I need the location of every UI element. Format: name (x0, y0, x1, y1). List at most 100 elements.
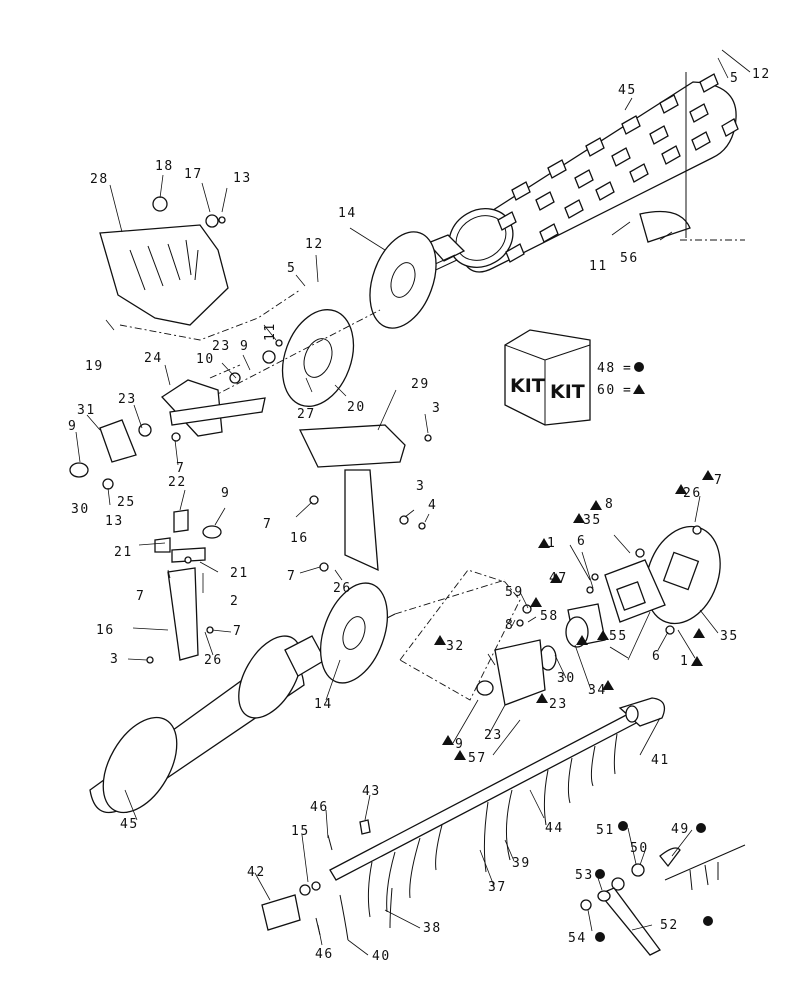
kit-box: KIT KIT 48 = 60 = (504, 329, 645, 426)
callout-35-right: 35 (720, 629, 739, 644)
callout-54: 54 (568, 931, 587, 946)
triangle-symbol-icon (633, 384, 645, 394)
callout-18: 18 (155, 159, 174, 174)
callout-43: 43 (362, 784, 381, 799)
callout-28: 28 (90, 172, 109, 187)
kit-legend-60: 60 (597, 383, 616, 398)
callout-6-top: 6 (577, 534, 586, 549)
callout-37: 37 (488, 880, 507, 895)
callout-46-top: 46 (310, 800, 329, 815)
callout-7-mid: 7 (263, 517, 272, 532)
callout-39: 39 (512, 856, 531, 871)
callout-20: 20 (347, 400, 366, 415)
callout-51: 51 (596, 823, 615, 838)
callout-56: 56 (620, 251, 639, 266)
lower-beater-drum (89, 579, 506, 814)
callout-42: 42 (247, 865, 266, 880)
callouts: 12 5 45 18 17 13 28 14 12 5 11 56 19 11 … (68, 67, 771, 964)
kit-markers (434, 470, 714, 942)
tine-shaft-44 (261, 697, 666, 941)
callout-7-right: 7 (714, 473, 723, 488)
callout-9-left: 9 (68, 419, 77, 434)
kit-label-left: KIT (510, 375, 545, 397)
callout-7-center: 7 (287, 569, 296, 584)
bracket-16 (146, 509, 222, 664)
callout-3-mid: 3 (416, 479, 425, 494)
callout-44: 44 (545, 821, 564, 836)
callout-29: 29 (411, 377, 430, 392)
callout-8-top: 8 (605, 497, 614, 512)
callout-45-top: 45 (618, 83, 637, 98)
lever-arm-24 (69, 372, 266, 490)
callout-32: 32 (446, 639, 465, 654)
callout-9-mid: 9 (221, 486, 230, 501)
callout-23-left: 23 (118, 392, 137, 407)
callout-5-mid: 5 (287, 261, 296, 276)
callout-30-left: 30 (71, 502, 90, 517)
callout-4: 4 (428, 498, 437, 513)
bearing-flange-20 (209, 309, 381, 407)
callout-38: 38 (423, 921, 442, 936)
callout-23-lower: 23 (484, 728, 503, 743)
kit-legend-60-equals: = (623, 383, 632, 398)
callout-14-lower: 14 (314, 697, 333, 712)
callout-6-right: 6 (652, 649, 661, 664)
callout-9-upper: 9 (240, 339, 249, 354)
callout-3-top: 3 (432, 401, 441, 416)
callout-41: 41 (651, 753, 670, 768)
leader-lines (75, 49, 751, 956)
callout-7-left: 7 (176, 461, 185, 476)
callout-16-left: 16 (96, 623, 115, 638)
callout-5-top: 5 (730, 71, 739, 86)
callout-35-top: 35 (583, 513, 602, 528)
callout-30-right: 30 (557, 671, 576, 686)
callout-47: 47 (549, 571, 568, 586)
callout-59: 59 (505, 585, 524, 600)
upper-beater-drum (369, 72, 739, 329)
callout-26-left: 26 (204, 653, 223, 668)
callout-22: 22 (168, 475, 187, 490)
callout-3-lower: 3 (110, 652, 119, 667)
cover-plate-29 (298, 424, 432, 572)
callout-12-mid: 12 (305, 237, 324, 252)
lever-group-51 (580, 844, 746, 956)
callout-58: 58 (540, 609, 559, 624)
callout-40: 40 (372, 949, 391, 964)
callout-52: 52 (660, 918, 679, 933)
callout-13-top: 13 (233, 171, 252, 186)
callout-21-right: 21 (230, 566, 249, 581)
side-plate-28 (99, 196, 301, 341)
callout-46-bottom: 46 (315, 947, 334, 962)
callout-57: 57 (468, 751, 487, 766)
callout-7-bracket: 7 (136, 589, 145, 604)
callout-45-lower: 45 (120, 817, 139, 832)
kit-legend-48: 48 (597, 361, 616, 376)
axis-line (209, 364, 241, 379)
callout-23-right: 23 (549, 697, 568, 712)
callout-2: 2 (230, 594, 239, 609)
callout-7-lower: 7 (233, 624, 242, 639)
callout-26-right: 26 (683, 486, 702, 501)
callout-1-top: 1 (547, 536, 556, 551)
callout-21-left: 21 (114, 545, 133, 560)
callout-10: 10 (196, 352, 215, 367)
callout-15: 15 (291, 824, 310, 839)
callout-25: 25 (117, 495, 136, 510)
callout-16-mid: 16 (290, 531, 309, 546)
callout-17: 17 (184, 167, 203, 182)
callout-11-left: 11 (263, 322, 278, 341)
callout-11-right: 11 (589, 259, 608, 274)
callout-13-left: 13 (105, 514, 124, 529)
callout-12-top: 12 (752, 67, 771, 82)
kit-legend-48-equals: = (623, 361, 632, 376)
callout-27: 27 (297, 407, 316, 422)
callout-24: 24 (144, 351, 163, 366)
callout-49: 49 (671, 822, 690, 837)
callout-19: 19 (85, 359, 104, 374)
callout-34: 34 (588, 683, 607, 698)
callout-23-upper: 23 (212, 339, 231, 354)
callout-9-lower: 9 (455, 737, 464, 752)
circle-symbol-icon (634, 362, 644, 372)
